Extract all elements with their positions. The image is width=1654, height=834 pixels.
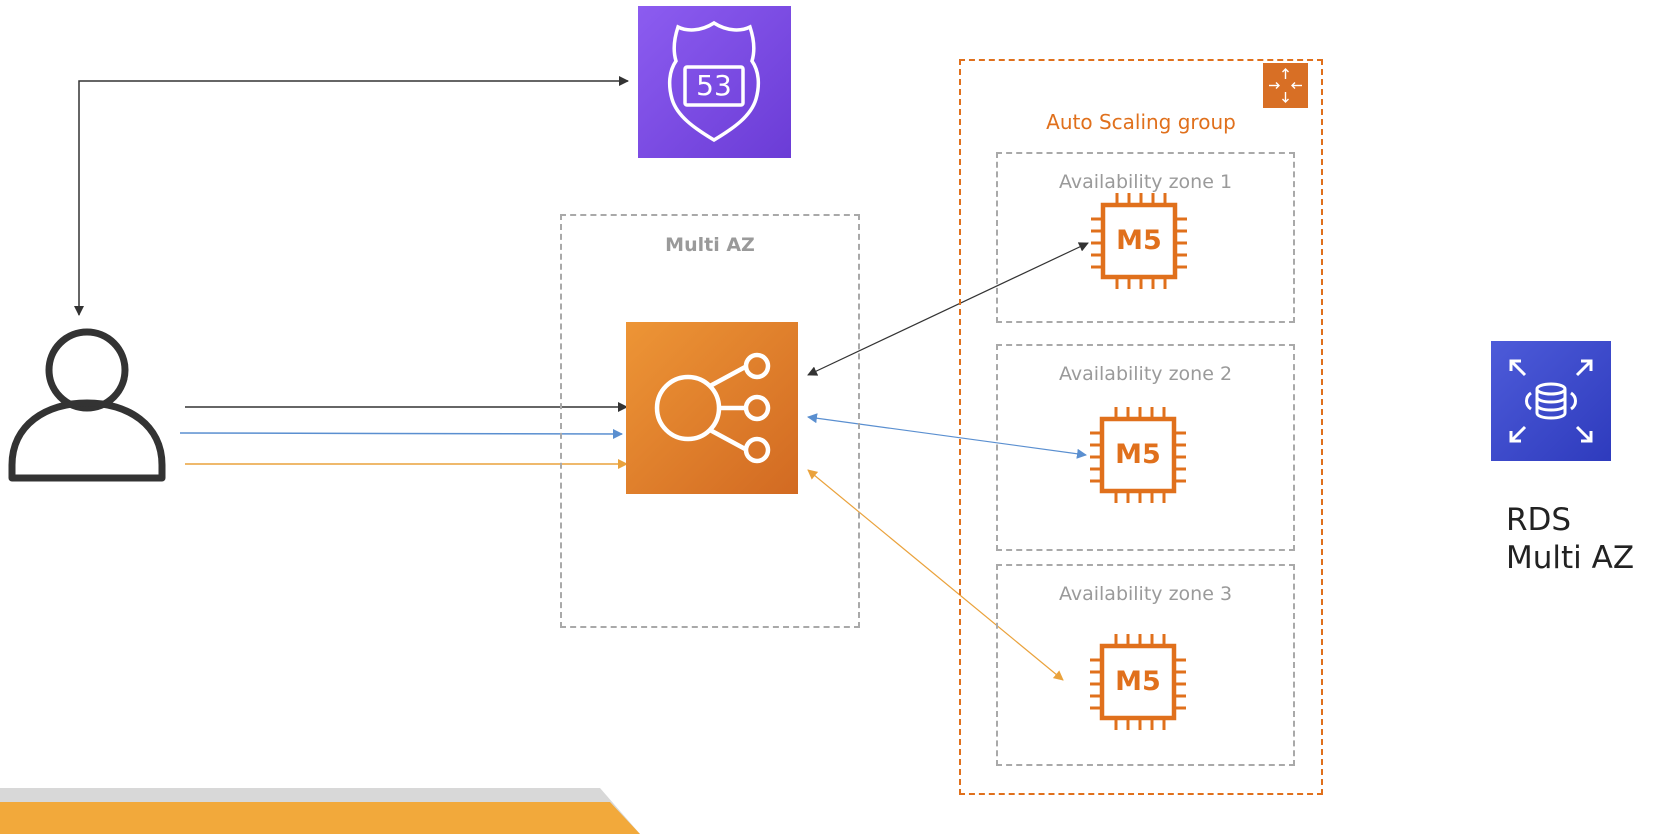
multi-az-label: Multi AZ (665, 234, 755, 256)
auto-scaling-group: Auto Scaling group (959, 59, 1323, 795)
rds-icon (1491, 341, 1611, 461)
elb-instance3-arrow (807, 469, 1064, 681)
instance-1-type: M5 (1116, 225, 1162, 256)
elb-instance2-arrow (807, 413, 1087, 459)
chip-icon (1090, 634, 1186, 730)
user-route53-arrow (74, 76, 629, 316)
ec2-instance-1: M5 (1087, 189, 1191, 293)
load-balancer-icon (626, 322, 798, 494)
chip-icon (1090, 407, 1186, 503)
availability-zone-3-label: Availability zone 3 (1058, 583, 1233, 605)
availability-zone-2: Availability zone 2 (996, 344, 1295, 551)
user-elb-arrow-blue (179, 428, 623, 439)
footer-ribbon (0, 788, 640, 834)
availability-zone-2-label: Availability zone 2 (1058, 363, 1233, 385)
instance-3-type: M5 (1115, 666, 1161, 697)
availability-zone-3: Availability zone 3 (996, 564, 1295, 766)
availability-zone-1-label: Availability zone 1 (1058, 171, 1233, 193)
ec2-instance-3: M5 (1086, 630, 1190, 734)
ec2-instance-2: M5 (1086, 403, 1190, 507)
chip-icon (1091, 193, 1187, 289)
route53-number: 53 (696, 69, 732, 102)
availability-zone-1: Availability zone 1 (996, 152, 1295, 323)
rds-label-line1: RDS (1506, 502, 1572, 538)
route53-icon: 53 (638, 6, 791, 158)
multi-az-group: Multi AZ (560, 214, 860, 628)
elb-instance1-arrow (807, 242, 1089, 376)
auto-scaling-icon (1263, 63, 1308, 108)
asg-label: Auto Scaling group (1046, 110, 1236, 134)
rds-label-line2: Multi AZ (1506, 540, 1635, 576)
instance-2-type: M5 (1115, 439, 1161, 470)
user-icon (8, 328, 166, 482)
rds-label: RDS Multi AZ (1506, 501, 1646, 577)
